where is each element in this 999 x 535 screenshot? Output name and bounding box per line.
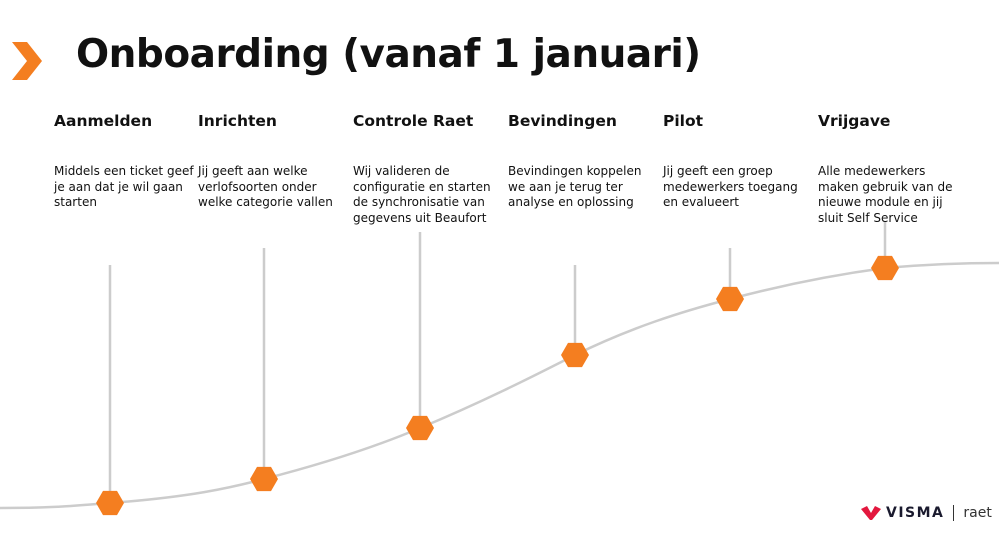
step-description: Alle medewerkers maken gebruik van de ni… — [818, 164, 953, 225]
hexagon-icon — [561, 342, 589, 368]
step-title: Vrijgave — [818, 112, 891, 130]
step-description: Middels een ticket geef je aan dat je wi… — [54, 164, 194, 209]
logo-sub: raet — [963, 505, 992, 521]
step-title: Controle Raet — [353, 112, 474, 130]
hexagon-icon — [96, 490, 124, 516]
hexagon-icon — [250, 466, 278, 492]
page-title: Onboarding (vanaf 1 januari) — [76, 32, 701, 77]
step-title: Pilot — [663, 112, 704, 130]
hexagon-icon — [871, 255, 899, 281]
step-title: Bevindingen — [508, 112, 617, 130]
visma-raet-logo: VISMA raet — [861, 502, 992, 524]
timeline-curve — [0, 261, 999, 510]
visma-mark-icon — [861, 506, 881, 520]
step-description: Wij valideren de configuratie en starten… — [353, 164, 491, 225]
logo-divider — [953, 505, 955, 521]
chevron-right-icon — [12, 42, 42, 80]
logo-brand: VISMA — [886, 505, 945, 521]
step-description: Jij geeft aan welke verlofsoorten onder … — [198, 164, 333, 209]
hexagon-icon — [716, 286, 744, 312]
step-description: Jij geeft een groep medewerkers toegang … — [663, 164, 798, 209]
step-title: Aanmelden — [54, 112, 153, 130]
hexagon-icon — [406, 415, 434, 441]
step-title: Inrichten — [198, 112, 277, 130]
step-description: Bevindingen koppelen we aan je terug ter… — [508, 164, 642, 209]
